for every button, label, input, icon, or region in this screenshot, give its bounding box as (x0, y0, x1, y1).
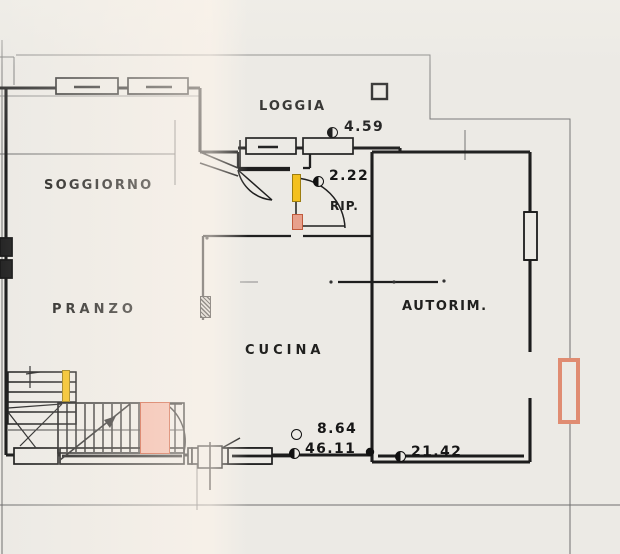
chimney-flue-symbol (200, 296, 211, 318)
entry-door-red (140, 402, 170, 454)
lot-boundary-lines (0, 40, 620, 554)
loggia-sloped-edge (199, 140, 241, 177)
measure-line-dots (205, 236, 446, 284)
stair-guide-lines (7, 366, 63, 449)
window-symbols-top (55, 77, 354, 155)
area-value-autorimessa: 21.42 (411, 444, 463, 460)
window-sill-lines-top (74, 85, 278, 149)
pillar-symbol (370, 82, 389, 101)
area-marker-abitazione (289, 448, 300, 459)
area-value-ripostiglio: 2.22 (329, 168, 370, 184)
area-marker-autorimessa (395, 451, 406, 462)
rip-door-red (292, 214, 303, 230)
area-marker-ripostiglio (313, 176, 324, 187)
room-label-autorimessa: AUTORIM. (402, 299, 488, 314)
room-label-soggiorno: SOGGIORNO (44, 178, 154, 193)
area-marker-cucina (291, 429, 302, 440)
stair-direction-arrow (59, 403, 131, 461)
room-label-pranzo: PRANZO (52, 302, 137, 317)
main-walls (0, 86, 532, 464)
area-value-cucina: 8.64 (317, 421, 358, 437)
left-wall-openings (0, 237, 13, 279)
stair-door-yellow (62, 370, 70, 402)
loggia-door-yellow (292, 174, 301, 202)
area-marker-loggia (327, 127, 338, 138)
area-value-loggia: 4.59 (344, 119, 385, 135)
area-value-abitazione: 46.11 (305, 441, 357, 457)
lower-window-detail (197, 437, 241, 490)
garage-sectional-door (558, 358, 580, 424)
room-label-cucina: CUCINA (245, 343, 325, 358)
room-label-ripostiglio: RIP. (330, 199, 359, 213)
wall-corner-node (365, 447, 375, 457)
garage-window-symbol (523, 211, 538, 261)
room-label-loggia: LOGGIA (259, 99, 327, 114)
